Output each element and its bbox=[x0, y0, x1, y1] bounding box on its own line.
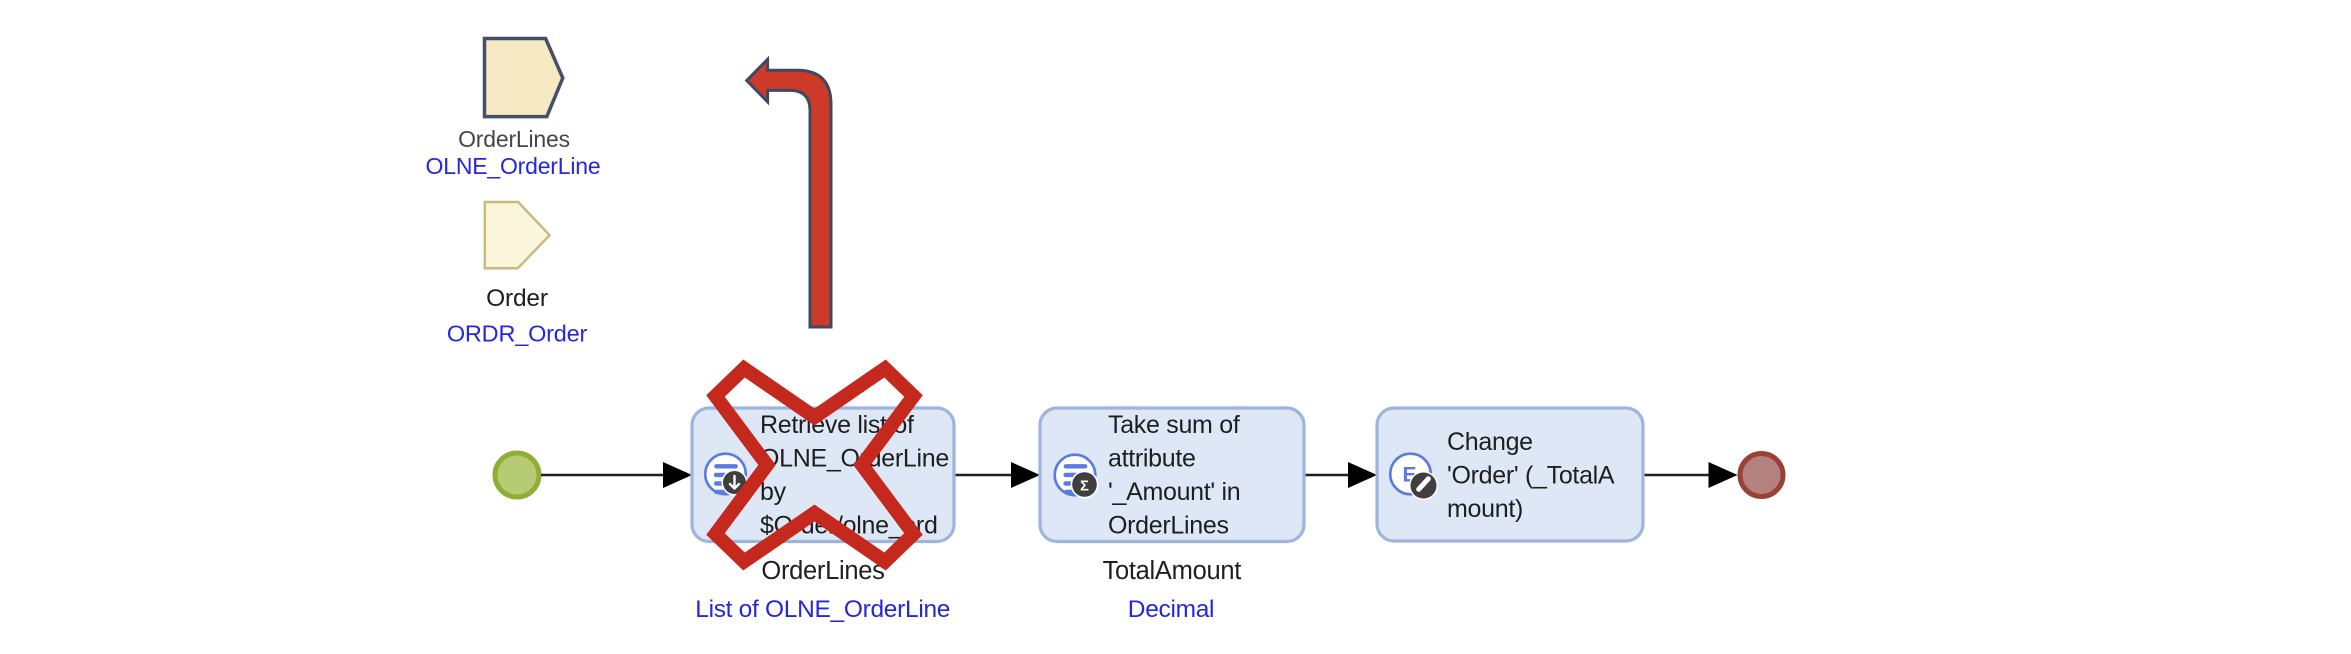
svg-text:TotalAmount: TotalAmount bbox=[1103, 557, 1242, 585]
svg-text:'Order' (_TotalA: 'Order' (_TotalA bbox=[1447, 462, 1615, 490]
svg-text:mount): mount) bbox=[1447, 495, 1523, 523]
svg-text:Take sum of: Take sum of bbox=[1108, 411, 1240, 439]
svg-text:Order: Order bbox=[486, 285, 548, 312]
svg-text:Change: Change bbox=[1447, 428, 1533, 456]
svg-text:OrderLines: OrderLines bbox=[761, 557, 884, 585]
svg-text:OrderLines: OrderLines bbox=[1108, 512, 1229, 540]
svg-text:Decimal: Decimal bbox=[1128, 596, 1214, 623]
svg-text:ORDR_Order: ORDR_Order bbox=[447, 321, 588, 347]
svg-text:Σ: Σ bbox=[1080, 479, 1089, 495]
svg-text:'_Amount' in: '_Amount' in bbox=[1108, 478, 1240, 506]
svg-text:List of OLNE_OrderLine: List of OLNE_OrderLine bbox=[695, 596, 950, 623]
svg-text:by: by bbox=[760, 478, 787, 506]
svg-text:attribute: attribute bbox=[1108, 445, 1196, 473]
svg-text:OLNE_OrderLine: OLNE_OrderLine bbox=[760, 445, 949, 473]
svg-text:OrderLines: OrderLines bbox=[458, 126, 570, 152]
svg-text:OLNE_OrderLine: OLNE_OrderLine bbox=[426, 153, 601, 179]
